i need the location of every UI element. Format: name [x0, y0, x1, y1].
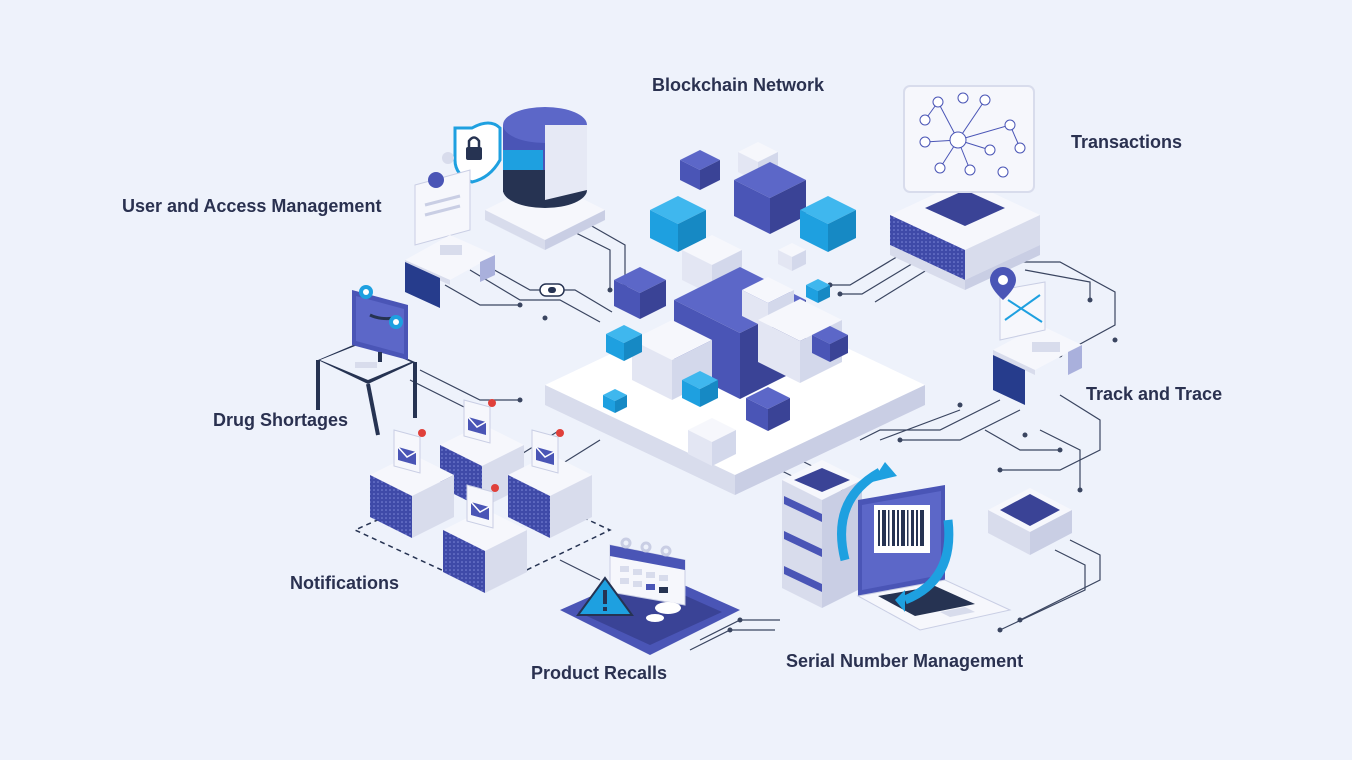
product-recalls-illustration	[560, 539, 740, 655]
label-blockchain-network: Blockchain Network	[652, 74, 824, 96]
blockchain-cube	[680, 150, 720, 190]
blockchain-cube	[614, 267, 666, 319]
blockchain-cube	[806, 279, 830, 303]
user-access-illustration	[405, 107, 605, 308]
transactions-illustration	[890, 86, 1040, 290]
label-track-and-trace: Track and Trace	[1086, 383, 1222, 405]
track-trace-illustration	[990, 267, 1082, 405]
blockchain-cube	[778, 243, 806, 271]
barcode-icon	[874, 505, 930, 553]
label-transactions: Transactions	[1071, 131, 1182, 153]
notification-pedestals	[370, 399, 592, 593]
label-product-recalls: Product Recalls	[531, 662, 667, 684]
blockchain-cube	[800, 196, 856, 252]
serial-number-illustration	[782, 460, 1072, 630]
label-user-access-management: User and Access Management	[122, 195, 381, 217]
connector-capsule	[540, 284, 564, 296]
label-notifications: Notifications	[290, 572, 399, 594]
label-drug-shortages: Drug Shortages	[213, 409, 348, 431]
label-serial-number-management: Serial Number Management	[786, 650, 1023, 672]
notifications-illustration	[355, 399, 610, 593]
serial-server-stack	[782, 460, 862, 608]
